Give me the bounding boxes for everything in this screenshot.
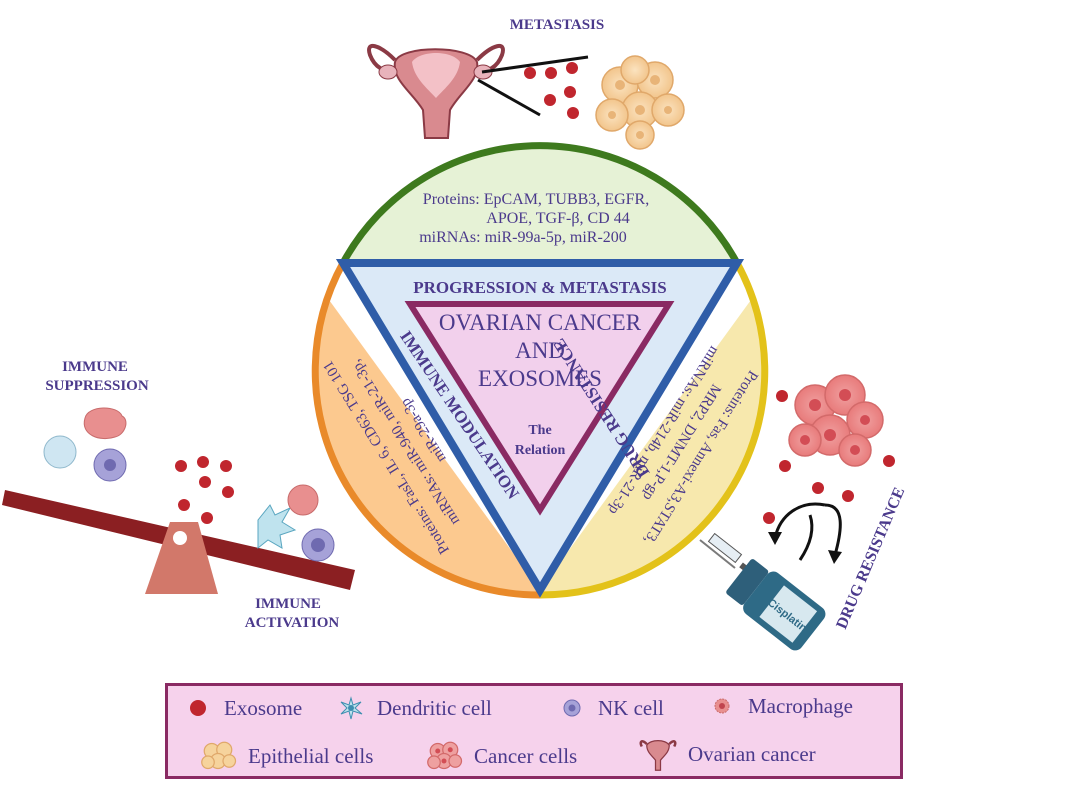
legend-item-exosome: Exosome [182,692,302,724]
uterus-icon [367,44,505,139]
side-label-top: PROGRESSION & METASTASIS [413,278,666,297]
center-line-3: EXOSOMES [478,366,602,391]
legend-item-nk: NK cell [556,692,664,724]
outer-triangle [335,259,745,598]
orange-ring-arc [311,261,541,599]
relation-line-2: Relation [515,443,566,458]
drug-exosomes [763,390,895,524]
syringe-icon [699,532,751,574]
nk-cell-icon [563,699,581,717]
immune-suppression-line-2: SUPPRESSION [45,378,149,394]
zoom-line-top [481,55,589,74]
inner-triangle [404,301,675,516]
legend-label-exosome: Exosome [224,695,303,720]
ovarian-cancer-icon [639,739,677,771]
center-title: OVARIAN CANCER AND EXOSOMES The Relation [439,310,642,458]
immune-activation-label: IMMUNE ACTIVATION [245,596,340,631]
legend-item-cancer: Cancer cells [424,736,577,776]
metastasis-exosomes [524,62,579,119]
epithelial-cluster-icon [595,55,685,150]
legend-label-cancer: Cancer cells [474,743,578,768]
legend-item-dendritic: Dendritic cell [335,692,492,724]
legend-item-macrophage: Macrophage [706,690,853,722]
macrophage-icon [714,698,730,714]
legend-label-dendritic: Dendritic cell [377,695,492,720]
zoom-line-bottom [477,78,541,117]
immune-activation-line-2: ACTIVATION [245,615,340,631]
exosome-icon [190,700,206,716]
seesaw-icon [2,490,355,594]
immune-activation-line-1: IMMUNE [255,596,321,612]
epithelial-cells-icon [201,741,237,770]
top-segment-text: Proteins: EpCAM, TUBB3, EGFR, APOE, TGF-… [419,191,649,246]
legend-label-macrophage: Macrophage [748,693,853,718]
legend-label-ovarian: Ovarian cancer [688,741,816,766]
curved-arrows-icon [768,502,842,564]
immune-suppression-label: IMMUNE SUPPRESSION [45,359,149,394]
legend: Exosome Dendritic cell NK cell Macrophag… [165,683,903,779]
legend-label-epithelial: Epithelial cells [248,743,374,768]
relation-line-1: The [528,423,551,438]
cancer-cluster-icon [788,374,884,467]
top-line-1: Proteins: EpCAM, TUBB3, EGFR, [423,191,649,208]
drug-resistance-label: DRUG RESISTANCE [833,485,908,632]
green-ring-arc [339,142,741,265]
immune-cells-suppressed [43,407,127,482]
top-line-3: miRNAs: miR-99a-5p, miR-200 [419,229,627,246]
yellow-ring-arc [539,261,769,599]
center-line-2: AND [515,338,565,363]
immune-suppression-line-1: IMMUNE [62,359,128,375]
legend-label-nk: NK cell [598,695,664,720]
center-line-1: OVARIAN CANCER [439,310,642,335]
cancer-cells-icon [427,741,463,770]
legend-item-epithelial: Epithelial cells [198,736,373,776]
immune-cells-active [257,484,335,562]
cisplatin-vial-icon: Cisplatin [726,559,826,651]
dendritic-cell-icon [340,696,363,720]
metastasis-label: METASTASIS [510,17,604,33]
legend-item-ovarian: Ovarian cancer [638,734,816,774]
immune-exosomes [175,456,234,524]
top-line-2: APOE, TGF-β, CD 44 [486,210,629,227]
